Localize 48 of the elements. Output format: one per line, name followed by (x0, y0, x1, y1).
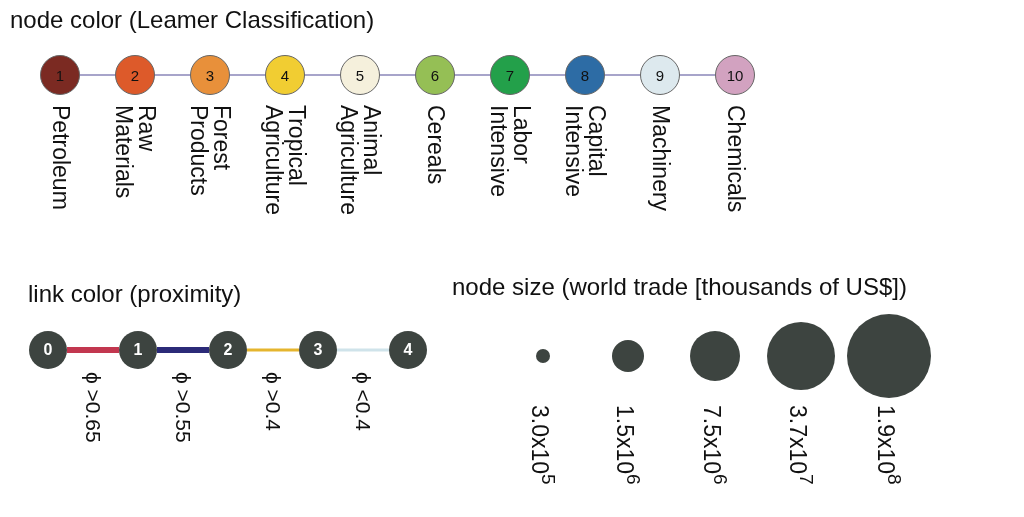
category-label: Chemicals (723, 105, 747, 215)
section-heading: link color (proximity) (28, 280, 242, 308)
category-label: Cereals (423, 105, 447, 187)
category-circle: 1 (40, 55, 80, 95)
edge-label: ϕ >0.55 (172, 372, 194, 443)
size-circle (612, 340, 644, 372)
category-circle: 7 (490, 55, 530, 95)
edge-label: ϕ >0.65 (82, 372, 104, 443)
category-circle: 3 (190, 55, 230, 95)
category-circle: 10 (715, 55, 755, 95)
section-heading: node color (Leamer Classification) (10, 6, 375, 34)
connector-line (157, 347, 209, 353)
category-label: Petroleum (48, 105, 72, 212)
category-label: Labor Intensive (487, 105, 533, 200)
edge-label: ϕ <0.4 (352, 372, 374, 432)
category-circle: 5 (340, 55, 380, 95)
category-circle: 6 (415, 55, 455, 95)
category-label: Animal Agriculture (337, 105, 383, 217)
category-label: Forest Products (187, 105, 233, 198)
connector-line (304, 74, 341, 76)
connector-line (379, 74, 416, 76)
category-circle: 4 (265, 55, 305, 95)
connector-line (337, 348, 389, 352)
category-circle: 2 (115, 55, 155, 95)
connector-line (79, 74, 116, 76)
category-circle: 8 (565, 55, 605, 95)
connector-line (529, 74, 566, 76)
connector-line (604, 74, 641, 76)
connector-line (679, 74, 716, 76)
category-label: Tropical Agriculture (262, 105, 308, 217)
edge-label: ϕ >0.4 (262, 372, 284, 432)
proximity-circle: 2 (209, 331, 247, 369)
proximity-circle: 4 (389, 331, 427, 369)
category-circle: 9 (640, 55, 680, 95)
connector-line (229, 74, 266, 76)
size-circle (690, 331, 740, 381)
connector-line (154, 74, 191, 76)
category-label: Capital Intensive (562, 105, 608, 200)
size-circle (536, 349, 550, 363)
section-heading: node size (world trade [thousands of US$]) (452, 273, 907, 301)
category-label: Raw Materials (112, 105, 158, 201)
proximity-circle: 1 (119, 331, 157, 369)
connector-line (67, 347, 119, 353)
connector-line (454, 74, 491, 76)
category-label: Machinery (648, 105, 672, 214)
connector-line (247, 348, 299, 352)
proximity-circle: 0 (29, 331, 67, 369)
proximity-circle: 3 (299, 331, 337, 369)
